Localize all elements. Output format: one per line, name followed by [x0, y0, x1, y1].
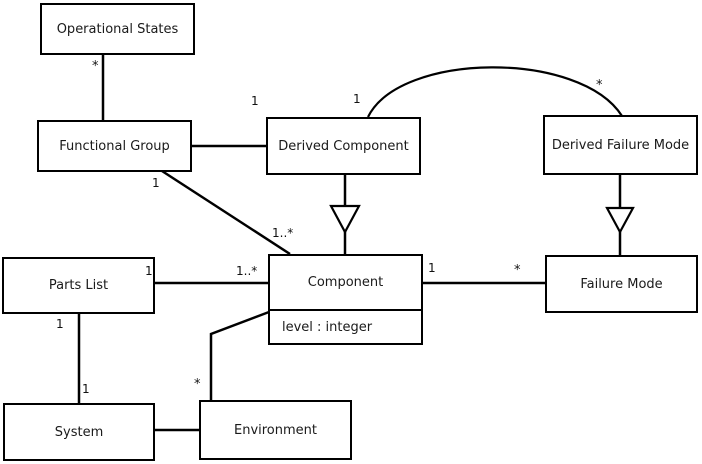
multiplicity-operational-states-end: *	[92, 59, 99, 74]
class-name-functional-group: Functional Group	[59, 138, 170, 154]
multiplicity-component-failure-mode-target: *	[514, 263, 521, 278]
connector-derived-component-derived-failure-mode	[367, 66, 623, 118]
multiplicity-parts-list-system-target: 1	[82, 382, 90, 396]
class-box-system[interactable]: System	[3, 403, 155, 461]
class-box-failure-mode[interactable]: Failure Mode	[545, 255, 698, 313]
multiplicity-derived-component-arc-end: 1	[353, 92, 361, 106]
multiplicity-functional-group-component-target: 1..*	[272, 226, 294, 240]
multiplicity-component-environment-end: *	[194, 377, 201, 392]
multiplicity-functional-group-derived-component-end: 1	[251, 94, 259, 108]
class-box-component[interactable]: Component level : integer	[268, 254, 423, 345]
multiplicity-component-failure-mode-source: 1	[428, 261, 436, 275]
class-box-operational-states[interactable]: Operational States	[40, 3, 195, 55]
class-box-parts-list[interactable]: Parts List	[2, 257, 155, 314]
class-name-failure-mode: Failure Mode	[580, 276, 663, 292]
class-name-component: Component	[307, 275, 384, 290]
class-name-environment: Environment	[233, 422, 317, 438]
multiplicity-parts-list-component-target: 1..*	[236, 264, 258, 278]
connector-component-environment	[209, 310, 270, 401]
class-box-environment[interactable]: Environment	[199, 400, 352, 460]
class-name-parts-list: Parts List	[48, 278, 109, 293]
multiplicity-derived-failure-mode-arc-end: *	[596, 78, 603, 93]
class-box-functional-group[interactable]: Functional Group	[37, 120, 192, 172]
class-name-operational-states: Operational States	[56, 21, 179, 37]
class-name-derived-component: Derived Component	[278, 138, 409, 154]
generalization-triangle-derived-component	[329, 204, 361, 235]
generalization-triangle-derived-failure-mode	[605, 206, 635, 235]
class-name-system: System	[54, 424, 104, 440]
class-name-derived-failure-mode: Derived Failure Mode	[551, 137, 690, 153]
multiplicity-parts-list-component-source: 1	[145, 264, 153, 278]
multiplicity-functional-group-component-source: 1	[152, 176, 160, 190]
class-box-derived-failure-mode[interactable]: Derived Failure Mode	[543, 115, 698, 175]
multiplicity-parts-list-system-source: 1	[56, 317, 64, 331]
class-attribute-component-level: level : integer	[270, 309, 421, 343]
class-box-derived-component[interactable]: Derived Component	[266, 117, 421, 175]
connector-functional-group-component	[161, 169, 291, 256]
